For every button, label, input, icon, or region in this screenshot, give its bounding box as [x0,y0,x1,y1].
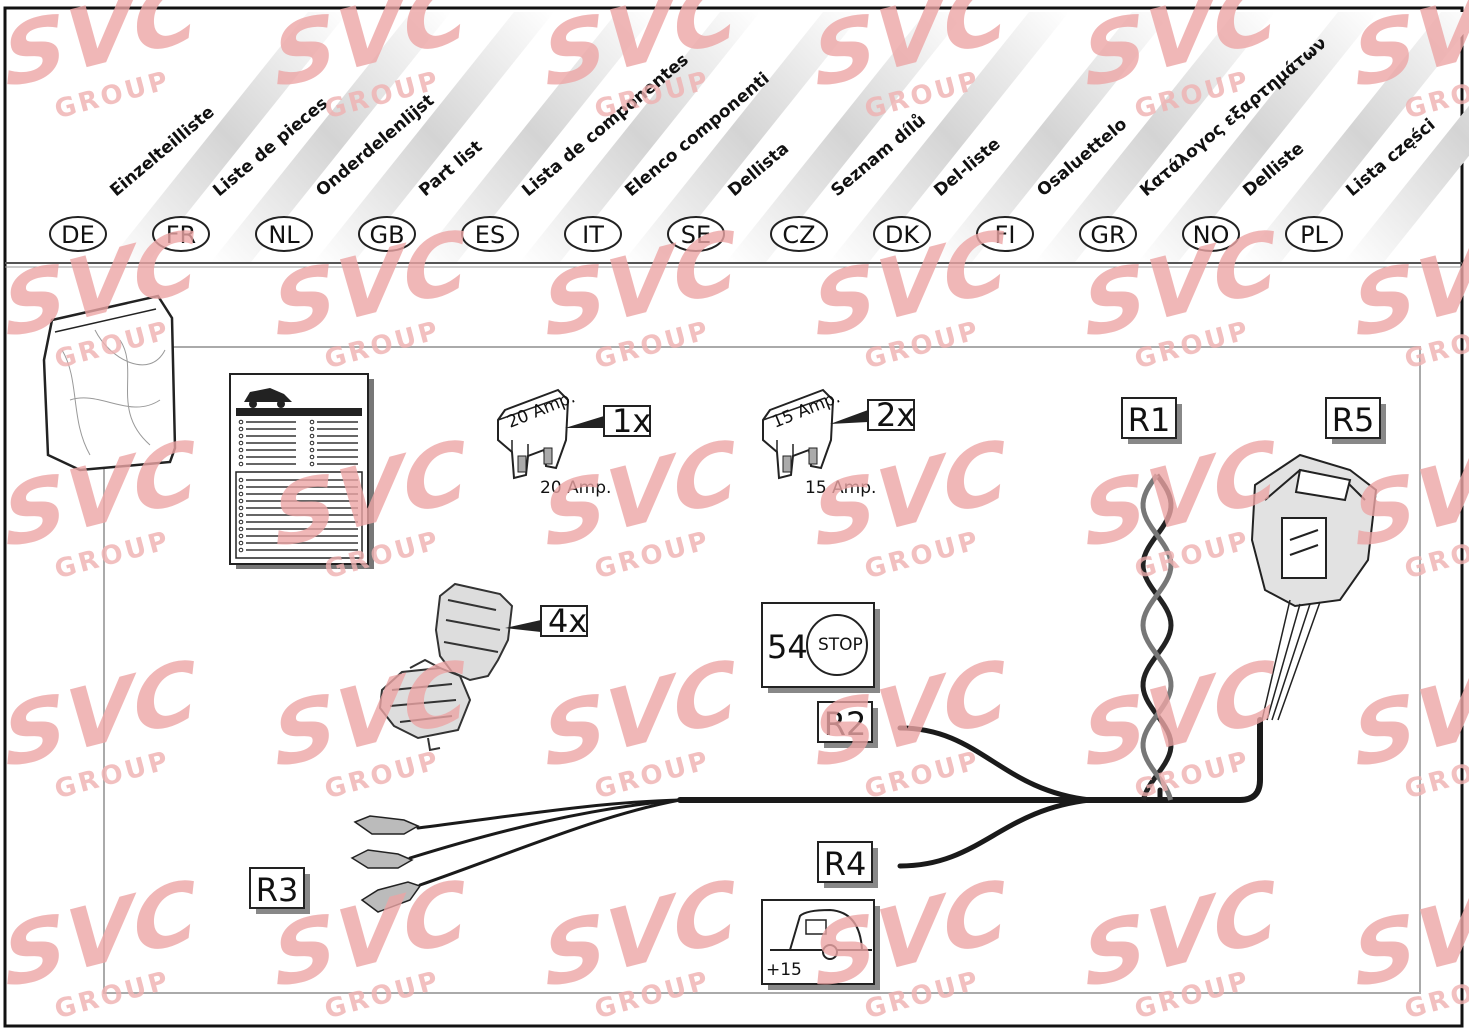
language-code: ES [475,221,505,249]
plastic-bag-icon [42,294,177,472]
fuse-15a-qty: 2x [876,396,915,434]
clip-qty-box [540,605,588,637]
language-code-badge [1079,216,1137,252]
language-code-badge [255,216,313,252]
language-code: DK [885,221,920,249]
language-code-badge [358,216,416,252]
language-code: GR [1090,221,1125,249]
fuse-20a-qty: 1x [612,402,651,440]
r1-twisted-pair [1140,473,1174,801]
stop-symbol: STOP [818,635,863,655]
header-stripe [1241,12,1469,262]
ref-label-text: R2 [824,705,867,743]
header-stripe [211,12,451,262]
header-stripes [108,12,1469,262]
ref-label-text: R5 [1332,401,1375,439]
header-stripe [314,12,554,262]
language-code-badge [976,216,1034,252]
stop-circle-icon [806,614,868,676]
caravan-icon [770,908,872,960]
bullet-connector-icon [350,815,422,913]
header-stripe [726,12,966,262]
fuse-15a-qty-box [867,399,915,431]
fuse-20a-qty-box [603,405,651,437]
language-code-badge [1182,216,1240,252]
stop-number: 54 [767,628,808,666]
wiring-harness [408,717,1263,887]
language-code-badge [873,216,931,252]
fuse-15a-caption: 15 Amp. [805,478,876,498]
language-code-badge [667,216,725,252]
clip-qty: 4x [548,602,587,640]
language-code: GB [369,221,404,249]
language-code-badge [1285,216,1343,252]
header-stripe [623,12,863,262]
language-code: NL [268,221,300,249]
language-code: IT [582,221,604,249]
multi-pin-connector-icon [1250,453,1378,721]
language-code: CZ [782,221,815,249]
ref-r4: R4 [817,841,878,888]
cable-clip-icon [378,582,541,752]
language-code: NO [1193,221,1230,249]
header-stripe [1035,12,1275,262]
header-stripe [1344,105,1469,262]
language-code-badge [461,216,519,252]
fuse-15a-icon: 15 Amp. [762,387,868,480]
language-code: FI [995,221,1016,249]
instruction-sheet-icon [229,373,374,569]
language-code: DE [61,221,95,249]
language-code: FR [166,221,196,249]
language-code-badge [152,216,210,252]
header-stripe [932,12,1172,262]
header-stripe [417,12,657,262]
header-stripe [829,12,1069,262]
language-code: PL [1300,221,1328,249]
header-stripe [520,12,760,262]
ref-r5: R5 [1325,397,1386,444]
language-code-badge [564,216,622,252]
ref-r3: R3 [249,867,310,914]
plus15-label: +15 [766,960,802,980]
ref-r2: R2 [817,701,878,748]
header-stripe [108,12,348,262]
header-stripe [1138,12,1378,262]
ref-label-text: R3 [256,871,299,909]
ref-label-text: R4 [824,845,867,883]
fuse-20a-caption: 20 Amp. [540,478,611,498]
language-code-badge [770,216,828,252]
ref-label-text: R1 [1128,401,1171,439]
ref-r1: R1 [1121,397,1182,444]
language-code: SE [681,221,711,249]
language-code-badge [49,216,107,252]
